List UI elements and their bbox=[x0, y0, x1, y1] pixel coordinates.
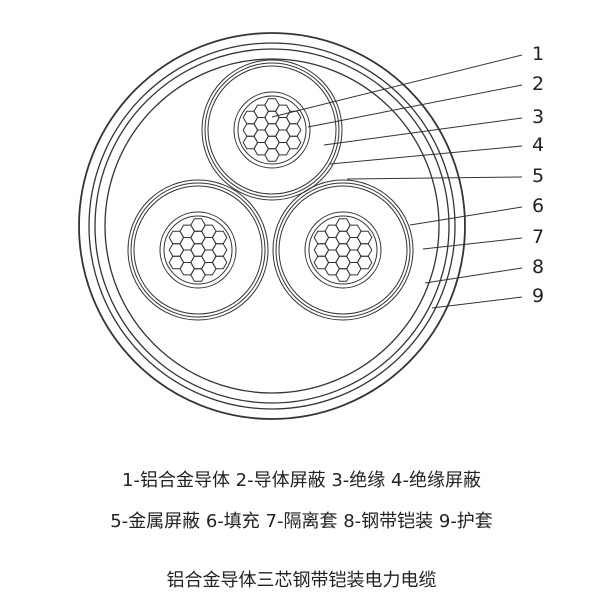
inner-sheath bbox=[104, 58, 440, 394]
leader-line-5 bbox=[346, 176, 523, 180]
callout-label-3: 3 bbox=[532, 106, 545, 128]
leader-line-8 bbox=[424, 267, 523, 284]
strand bbox=[211, 243, 228, 257]
cable-cross-section bbox=[78, 32, 523, 420]
conductor bbox=[308, 215, 378, 285]
strand bbox=[356, 255, 373, 270]
conductor-screen bbox=[233, 91, 311, 169]
leader-line-7 bbox=[422, 237, 523, 250]
leader-line-3 bbox=[323, 117, 523, 146]
metal-screen-outer bbox=[127, 179, 269, 321]
caption: 铝合金导体三芯钢带铠装电力电缆 bbox=[166, 570, 437, 591]
metal-screen-inner bbox=[275, 182, 411, 318]
insulation-screen bbox=[207, 65, 337, 195]
legend-line-2: 5-金属屏蔽 6-填充 7-隔离套 8-钢带铠装 9-护套 bbox=[110, 511, 493, 532]
strand bbox=[285, 123, 302, 137]
callout-label-7: 7 bbox=[532, 226, 545, 248]
metal-screen-outer bbox=[201, 59, 343, 201]
conductor-screen bbox=[159, 211, 237, 289]
core-2 bbox=[127, 179, 269, 321]
core-3 bbox=[272, 179, 414, 321]
strand bbox=[356, 243, 373, 257]
callout-label-8: 8 bbox=[532, 256, 545, 278]
strand bbox=[356, 230, 373, 245]
leader-line-6 bbox=[409, 206, 523, 226]
strand bbox=[211, 255, 228, 270]
metal-screen-inner bbox=[204, 62, 340, 198]
callout-label-5: 5 bbox=[532, 165, 545, 187]
outer-sheath bbox=[78, 32, 466, 420]
steel-armor-outer bbox=[88, 42, 456, 410]
core-1 bbox=[201, 59, 343, 201]
callout-label-9: 9 bbox=[532, 285, 545, 307]
leader-line-1 bbox=[271, 54, 523, 118]
strand bbox=[285, 135, 302, 150]
insulation-screen bbox=[278, 185, 408, 315]
insulation-screen bbox=[133, 185, 263, 315]
callout-label-4: 4 bbox=[532, 134, 545, 156]
metal-screen-inner bbox=[130, 182, 266, 318]
callout-label-6: 6 bbox=[532, 195, 545, 217]
metal-screen-outer bbox=[272, 179, 414, 321]
strand bbox=[211, 230, 228, 245]
callout-label-1: 1 bbox=[532, 43, 545, 65]
conductor-screen bbox=[304, 211, 382, 289]
leader-line-9 bbox=[431, 296, 523, 309]
callout-label-2: 2 bbox=[532, 73, 545, 95]
conductor bbox=[163, 215, 233, 285]
legend-line-1: 1-铝合金导体 2-导体屏蔽 3-绝缘 4-绝缘屏蔽 bbox=[122, 470, 481, 491]
leader-line-2 bbox=[307, 84, 523, 128]
conductor bbox=[237, 95, 307, 165]
leader-line-4 bbox=[329, 145, 523, 165]
steel-armor-inner bbox=[94, 48, 450, 404]
